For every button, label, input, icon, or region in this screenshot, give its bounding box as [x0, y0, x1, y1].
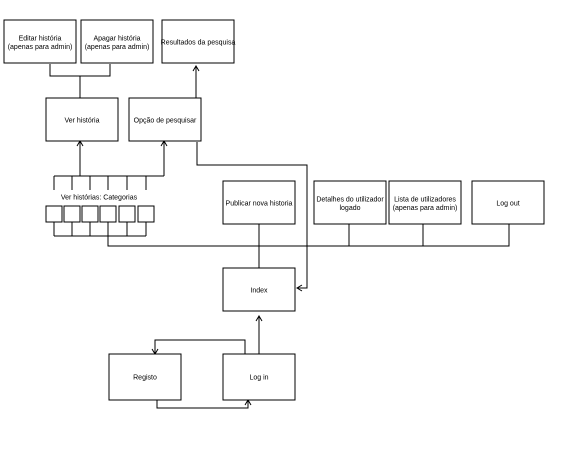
node-opcao: Opção de pesquisar	[128, 97, 202, 142]
label-resultados: Resultados da pesquisa	[161, 40, 236, 47]
node-publicar: Publicar nova historia	[222, 180, 296, 225]
label-login: Log in	[249, 375, 268, 382]
edge-registo-login	[156, 400, 249, 409]
node-ver: Ver história	[45, 97, 119, 142]
arrowhead-index-bottom	[255, 315, 263, 322]
label-categorias: Ver histórias: Categorias	[61, 195, 138, 202]
label-index: Index	[250, 288, 268, 295]
arrowhead-resultados	[192, 65, 200, 72]
edge-index-registo	[154, 339, 246, 354]
edge-opcao-index	[196, 142, 308, 289]
edge-editar-ver	[49, 64, 111, 77]
node-lista: Lista de utilizadores(apenas para admin)	[388, 180, 462, 225]
edge-main-bus	[107, 224, 510, 247]
label-publicar: Publicar nova historia	[226, 201, 293, 208]
node-login: Log in	[222, 353, 296, 401]
node-logout: Log out	[471, 180, 545, 225]
category-square-5	[118, 205, 136, 223]
label-apagar: Apagar história(apenas para admin)	[85, 35, 150, 51]
node-index: Index	[222, 267, 296, 312]
label-opcao: Opção de pesquisar	[134, 118, 197, 125]
label-lista: Lista de utilizadores(apenas para admin)	[393, 196, 458, 212]
node-editar: Editar história(apenas para admin)	[3, 19, 77, 64]
category-square-4	[99, 205, 117, 223]
node-apagar: Apagar história(apenas para admin)	[80, 19, 154, 64]
category-square-3	[81, 205, 99, 223]
category-square-1	[45, 205, 63, 223]
category-square-2	[63, 205, 81, 223]
label-registo: Registo	[133, 375, 157, 382]
arrowhead-index-side	[296, 284, 303, 292]
category-square-6	[137, 205, 155, 223]
node-registo: Registo	[108, 353, 182, 401]
label-logout: Log out	[496, 201, 519, 208]
category-squares	[45, 205, 155, 223]
node-resultados: Resultados da pesquisa	[161, 19, 236, 64]
label-ver: Ver história	[64, 118, 99, 125]
label-editar: Editar história(apenas para admin)	[8, 35, 73, 51]
